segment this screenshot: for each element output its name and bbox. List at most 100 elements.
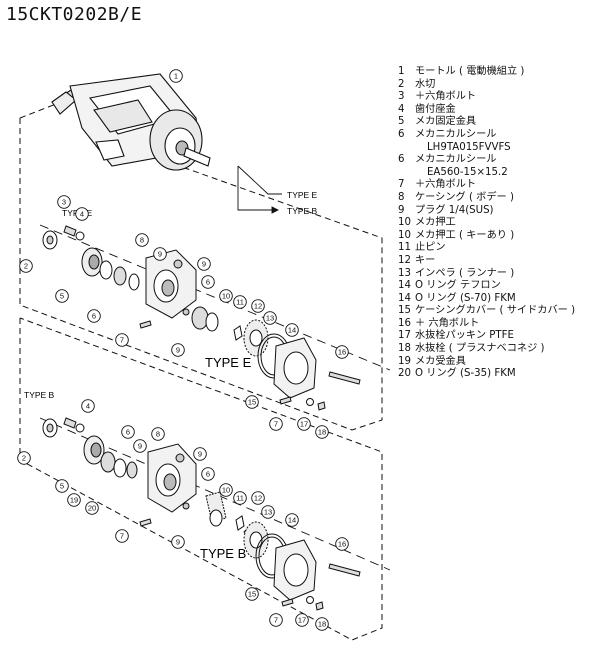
callout-number: 2 (22, 454, 26, 463)
callout-number: 4 (80, 210, 84, 219)
callout-14: 14 (285, 513, 299, 527)
legend-number: 20 (398, 368, 411, 380)
callout-7: 7 (269, 417, 283, 431)
legend-number: 12 (398, 254, 411, 266)
legend-number: 7 (398, 179, 405, 191)
callout-number: 20 (88, 504, 96, 513)
callout-6: 6 (87, 309, 101, 323)
legend-text: 歯付座金 (415, 103, 456, 115)
callout-5: 5 (55, 289, 69, 303)
legend-row: 9 プラグ 1/4(SUS) (398, 205, 593, 218)
drawing-title: 15CKT0202B/E (6, 4, 143, 25)
callout-4: 4 (81, 399, 95, 413)
callout-12: 12 (251, 299, 265, 313)
legend-text: ＋ 六角ボルト (415, 317, 480, 329)
callout-number: 8 (140, 236, 144, 245)
legend-text: 水抜栓 ( プラスナベコネジ ) (415, 343, 545, 355)
type-b-label: TYPE B (287, 206, 318, 216)
callout-number: 9 (158, 250, 162, 259)
legend-text: 水抜栓パッキン PTFE (415, 330, 514, 342)
legend-row: EA560-15×15.2 (398, 167, 593, 180)
callout-2: 2 (19, 259, 33, 273)
callout-number: 3 (62, 198, 66, 207)
legend-text: 水切 (415, 78, 436, 90)
legend-number: 8 (398, 191, 405, 203)
callout-number: 15 (248, 590, 256, 599)
callout-number: 10 (222, 486, 230, 495)
legend-text: O リング (S-35) FKM (415, 368, 516, 380)
callout-7: 7 (115, 333, 129, 347)
callout-number: 17 (298, 616, 306, 625)
callout-15: 15 (245, 395, 259, 409)
legend-number: 15 (398, 305, 411, 317)
callout-9: 9 (153, 247, 167, 261)
callout-20: 20 (85, 501, 99, 515)
callout-13: 13 (261, 505, 275, 519)
legend-text: メカ固定金具 (415, 116, 477, 128)
callout-number: 2 (24, 262, 28, 271)
callout-number: 6 (92, 312, 96, 321)
callout-number: 9 (138, 442, 142, 451)
legend-number: 13 (398, 267, 411, 279)
legend-row: 16 ＋ 六角ボルト (398, 318, 593, 331)
callout-number: 1 (174, 72, 178, 81)
upper-center-type-label: TYPE E (205, 355, 252, 370)
legend-number: 17 (398, 330, 411, 342)
legend-row: 20 O リング (S-35) FKM (398, 368, 593, 381)
callout-9: 9 (171, 535, 185, 549)
legend-text: ケーシングカバー ( サイドカバー ) (415, 305, 576, 317)
legend-row: 4 歯付座金 (398, 104, 593, 117)
callout-number: 15 (248, 398, 256, 407)
legend-number: 6 (398, 128, 405, 140)
callout-number: 17 (300, 420, 308, 429)
callout-9: 9 (171, 343, 185, 357)
legend-number: 16 (398, 317, 411, 329)
callout-number: 14 (288, 326, 296, 335)
callout-number: 7 (120, 336, 124, 345)
legend-number: 4 (398, 103, 405, 115)
callout-15: 15 (245, 587, 259, 601)
callout-10: 10 (219, 289, 233, 303)
callout-12: 12 (251, 491, 265, 505)
legend-number: 3 (398, 91, 405, 103)
callout-5: 5 (55, 479, 69, 493)
callout-13: 13 (263, 311, 277, 325)
legend-text: メカニカルシール (415, 128, 497, 140)
callout-11: 11 (233, 295, 247, 309)
assembly-type-b (42, 417, 361, 611)
callout-16: 16 (335, 345, 349, 359)
legend-number: 14 (398, 280, 411, 292)
legend-row: 6 メカニカルシール (398, 129, 593, 142)
legend-text: EA560-15×15.2 (427, 166, 508, 178)
assembly-type-e (42, 225, 361, 411)
type-e-label: TYPE E (287, 190, 318, 200)
frame-type-e (19, 103, 383, 431)
callout-number: 11 (236, 494, 244, 503)
legend-text: メカ受金具 (415, 355, 466, 367)
callout-number: 10 (222, 292, 230, 301)
callout-number: 12 (254, 302, 262, 311)
legend-text: プラグ 1/4(SUS) (415, 204, 494, 216)
legend-text: 止ピン (415, 242, 446, 254)
callout-6: 6 (201, 275, 215, 289)
callout-7: 7 (115, 529, 129, 543)
callout-number: 4 (86, 402, 90, 411)
legend-number: 9 (398, 204, 405, 216)
callout-17: 17 (297, 417, 311, 431)
callout-number: 13 (266, 314, 274, 323)
callout-6: 6 (121, 425, 135, 439)
callout-number: 9 (176, 346, 180, 355)
callout-number: 7 (274, 420, 278, 429)
lower-type-b-tag: TYPE B (24, 390, 55, 400)
callout-number: 8 (156, 430, 160, 439)
callout-number: 12 (254, 494, 262, 503)
